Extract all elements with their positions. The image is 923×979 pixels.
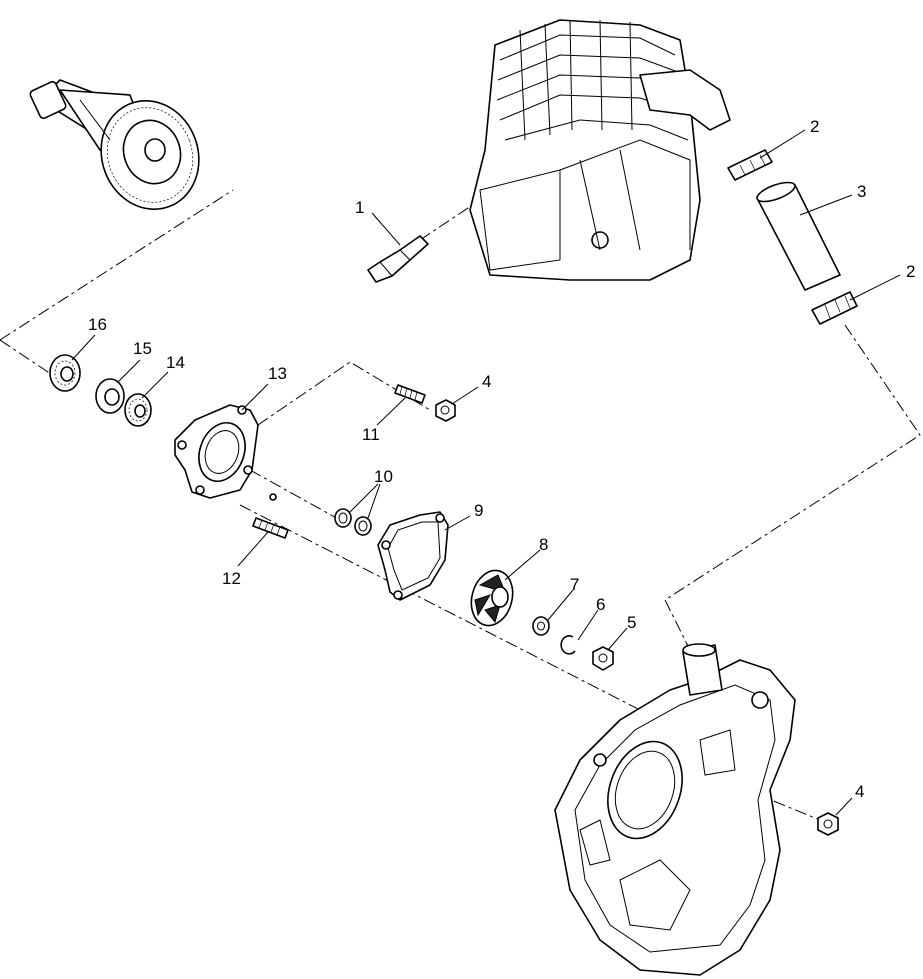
part-14-seal xyxy=(124,393,152,427)
callout-11: 11 xyxy=(362,425,380,444)
part-2-hose-clamp-lower xyxy=(811,291,858,325)
part-5-nut xyxy=(592,646,614,671)
part-4-nut-lower xyxy=(817,812,839,836)
callout-2-upper: 2 xyxy=(810,117,819,136)
part-10-washers xyxy=(334,508,372,536)
part-3-hose xyxy=(756,181,841,291)
callout-2-lower: 2 xyxy=(906,262,915,281)
leader-lines xyxy=(71,129,901,816)
cylinder-assembly xyxy=(469,19,731,281)
callout-9: 9 xyxy=(474,501,483,520)
callout-13: 13 xyxy=(268,364,287,383)
crankcase-cover xyxy=(554,643,796,976)
part-13-pump-housing xyxy=(174,404,277,501)
part-11-stud xyxy=(394,384,426,404)
callout-labels: 1 2 2 3 4 4 5 6 7 8 9 10 11 12 13 14 15 … xyxy=(88,117,915,801)
callout-4-upper: 4 xyxy=(482,372,491,391)
part-6-circlip xyxy=(560,635,576,655)
callout-4-lower: 4 xyxy=(855,782,864,801)
part-9-gasket xyxy=(377,511,449,601)
part-16-bearing xyxy=(49,354,81,392)
part-7-washer xyxy=(532,616,550,636)
callout-7: 7 xyxy=(570,575,579,594)
callout-5: 5 xyxy=(627,613,636,632)
callout-3: 3 xyxy=(857,182,866,201)
gear-shaft-assembly xyxy=(29,79,200,211)
part-15-bearing xyxy=(95,378,125,414)
callout-15: 15 xyxy=(133,339,152,358)
part-8-impeller xyxy=(470,569,514,627)
callout-6: 6 xyxy=(596,595,605,614)
callout-14: 14 xyxy=(166,353,185,372)
part-12-stud xyxy=(252,517,289,539)
callout-1: 1 xyxy=(355,198,364,217)
callout-12: 12 xyxy=(222,569,241,588)
part-4-nut-upper xyxy=(435,399,456,422)
callout-8: 8 xyxy=(539,535,548,554)
callout-10: 10 xyxy=(374,467,393,486)
callout-16: 16 xyxy=(88,315,107,334)
part-1-spark-plug xyxy=(367,235,429,283)
